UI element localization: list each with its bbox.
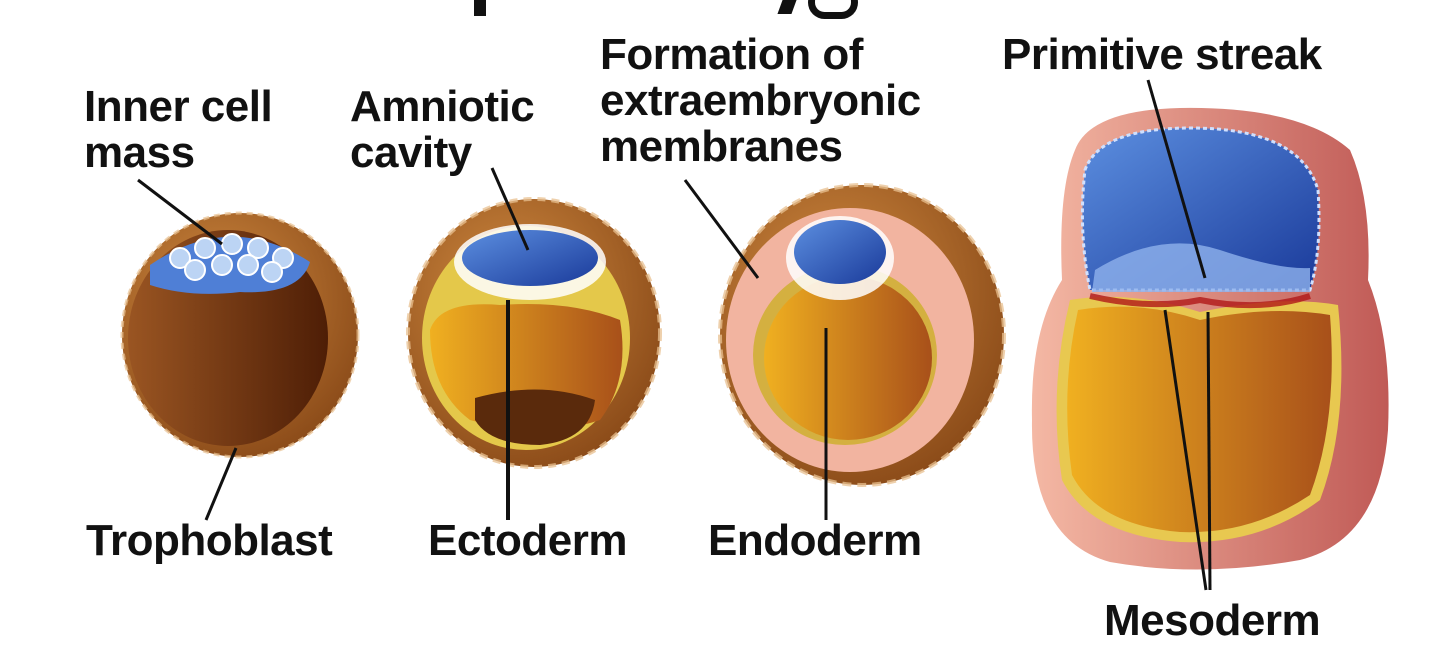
stage-blastocyst (120, 178, 360, 521)
leader-line-extraembryonic (683, 179, 760, 279)
label-ectoderm: Ectoderm (428, 516, 627, 565)
label-extraembryonic-membranes: Formation of extraembryonic membranes (600, 30, 921, 171)
label-amniotic-cavity: Amniotic cavity (350, 82, 535, 177)
title-fragment-glyph (808, 0, 858, 19)
stage-extraembryonic-membranes (683, 179, 1006, 520)
stage-primitive-streak (1031, 79, 1389, 591)
stage-amniotic-cavity (406, 167, 662, 520)
label-inner-cell-mass: Inner cell mass (84, 82, 273, 177)
label-primitive-streak: Primitive streak (1002, 30, 1322, 79)
label-mesoderm: Mesoderm (1104, 596, 1321, 645)
label-trophoblast: Trophoblast (86, 516, 333, 565)
leader-line-primitive-streak (1146, 79, 1207, 279)
leader-line-mesoderm-right (1206, 311, 1212, 591)
title-fragment-glyph (474, 0, 486, 16)
leader-line-amniotic-cavity (490, 167, 530, 251)
leader-line-inner-cell-mass (137, 178, 223, 246)
leader-line-mesoderm-left (1163, 309, 1208, 591)
leader-line-trophoblast (204, 447, 238, 521)
label-endoderm: Endoderm (708, 516, 922, 565)
